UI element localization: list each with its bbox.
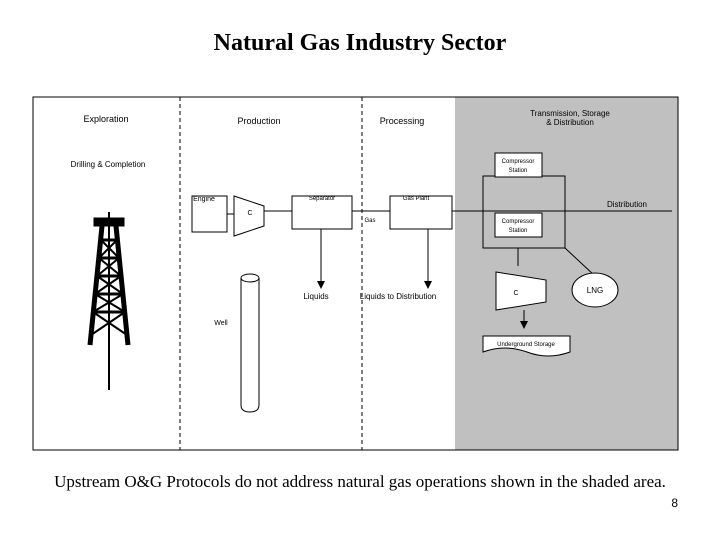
- engine-box: [191, 195, 228, 233]
- gas-plant-label: Gas Plant: [403, 196, 430, 202]
- shaded-area: [455, 97, 678, 450]
- gas-plant-box: [389, 195, 453, 230]
- compressor-station-mid-line1: Compressor: [502, 219, 535, 225]
- drilling-rig-icon: [87, 212, 131, 390]
- lng-label: LNG: [587, 286, 603, 295]
- pipe-station-lng: [564, 247, 596, 277]
- compressor-storage-label: C: [513, 290, 518, 297]
- compressor-production-label: C: [247, 210, 252, 217]
- well-icon: [240, 273, 260, 413]
- lng-tank: [571, 272, 619, 308]
- drilling-label: Drilling & Completion: [71, 160, 146, 169]
- distribution-label: Distribution: [607, 200, 647, 209]
- section-transmission-line2: & Distribution: [546, 118, 594, 127]
- gas-label: Gas: [364, 218, 375, 224]
- compressor-station-mid-line2: Station: [509, 228, 528, 234]
- compressor-station-top-line2: Station: [509, 168, 528, 174]
- compressor-production: [233, 195, 265, 237]
- section-production: Production: [237, 116, 280, 126]
- slide-title: Natural Gas Industry Sector: [213, 30, 507, 56]
- diagram-frame: [32, 96, 679, 451]
- section-transmission-line1: Transmission, Storage: [530, 109, 610, 118]
- compressor-station-top: [494, 152, 543, 178]
- separator-box: [291, 195, 353, 230]
- compressor-station-top-line1: Compressor: [502, 159, 535, 165]
- page-number: 8: [671, 496, 678, 510]
- engine-label: Engine: [193, 196, 215, 203]
- compressor-storage: [495, 271, 547, 311]
- underground-storage-shape: [482, 335, 571, 357]
- caption: Upstream O&G Protocols do not address na…: [54, 472, 666, 491]
- well-label: Well: [214, 320, 228, 327]
- compressor-station-mid: [494, 212, 543, 238]
- section-processing: Processing: [380, 116, 425, 126]
- underground-storage-label: Underground Storage: [497, 342, 555, 348]
- section-exploration: Exploration: [83, 114, 128, 124]
- liquids-label: Liquids: [303, 292, 328, 301]
- separator-label: Separator: [309, 196, 335, 202]
- liquids-to-distribution-label: Liquids to Distribution: [360, 292, 436, 301]
